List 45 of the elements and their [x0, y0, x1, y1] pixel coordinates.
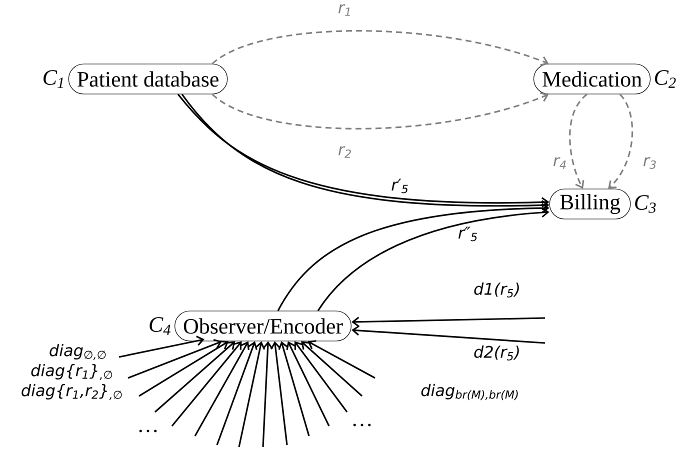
arrow [317, 207, 550, 312]
arrow [138, 340, 229, 397]
edge-label: d2(r$_{5}$) [474, 346, 519, 360]
arrow [351, 316, 546, 327]
edge-label: r$_{4}$ [553, 157, 566, 169]
arrow [128, 339, 222, 379]
edge-label: r$_{1}$ [338, 4, 350, 16]
edge-label: diag$_{∅,∅}$ [50, 344, 106, 360]
edge-label: diag{r$_{1}$}$_{,∅}$ [31, 364, 112, 380]
arrow [212, 30, 549, 66]
arrow [262, 341, 273, 448]
arrow [278, 341, 310, 436]
arrow [154, 341, 236, 413]
arrow [294, 341, 348, 412]
arrow [308, 340, 376, 379]
arrow [351, 325, 546, 344]
arrow [286, 341, 330, 426]
arrow [212, 92, 549, 130]
edge-label: diag{r$_{1}$,r$_{2}$}$_{,∅}$ [22, 384, 122, 400]
arrow [608, 94, 634, 189]
arrow [277, 202, 550, 312]
edge-label: r″$_{5}$ [458, 226, 477, 242]
component-label: C$_{4}$ [150, 317, 170, 335]
arrow [194, 341, 250, 436]
process-box: Medication [533, 64, 651, 94]
process-box: Billing [549, 188, 631, 220]
ellipsis-label: … [353, 424, 371, 426]
arrow [301, 341, 363, 397]
component-label: C$_{2}$ [654, 70, 676, 88]
arrow [118, 336, 204, 358]
component-label: C$_{3}$ [635, 195, 656, 213]
process-box: Observer/Encoder [174, 310, 352, 342]
edge-label: r$_{2}$ [338, 146, 351, 158]
arrow [569, 94, 588, 189]
ellipsis-label: … [139, 430, 157, 432]
component-label: C$_{1}$ [44, 70, 64, 88]
process-box: Patient database [68, 64, 228, 94]
edge-label: d1(r$_{5}$) [474, 282, 519, 298]
edge-label: r′$_{5}$ [392, 178, 408, 194]
arrow [238, 341, 266, 448]
edge-label: r$_{3}$ [643, 157, 656, 169]
edge-label: diag$_{br(M),br(M)}$ [421, 384, 518, 400]
arrow [171, 341, 242, 427]
arrow [270, 341, 288, 446]
arrow [216, 341, 258, 446]
